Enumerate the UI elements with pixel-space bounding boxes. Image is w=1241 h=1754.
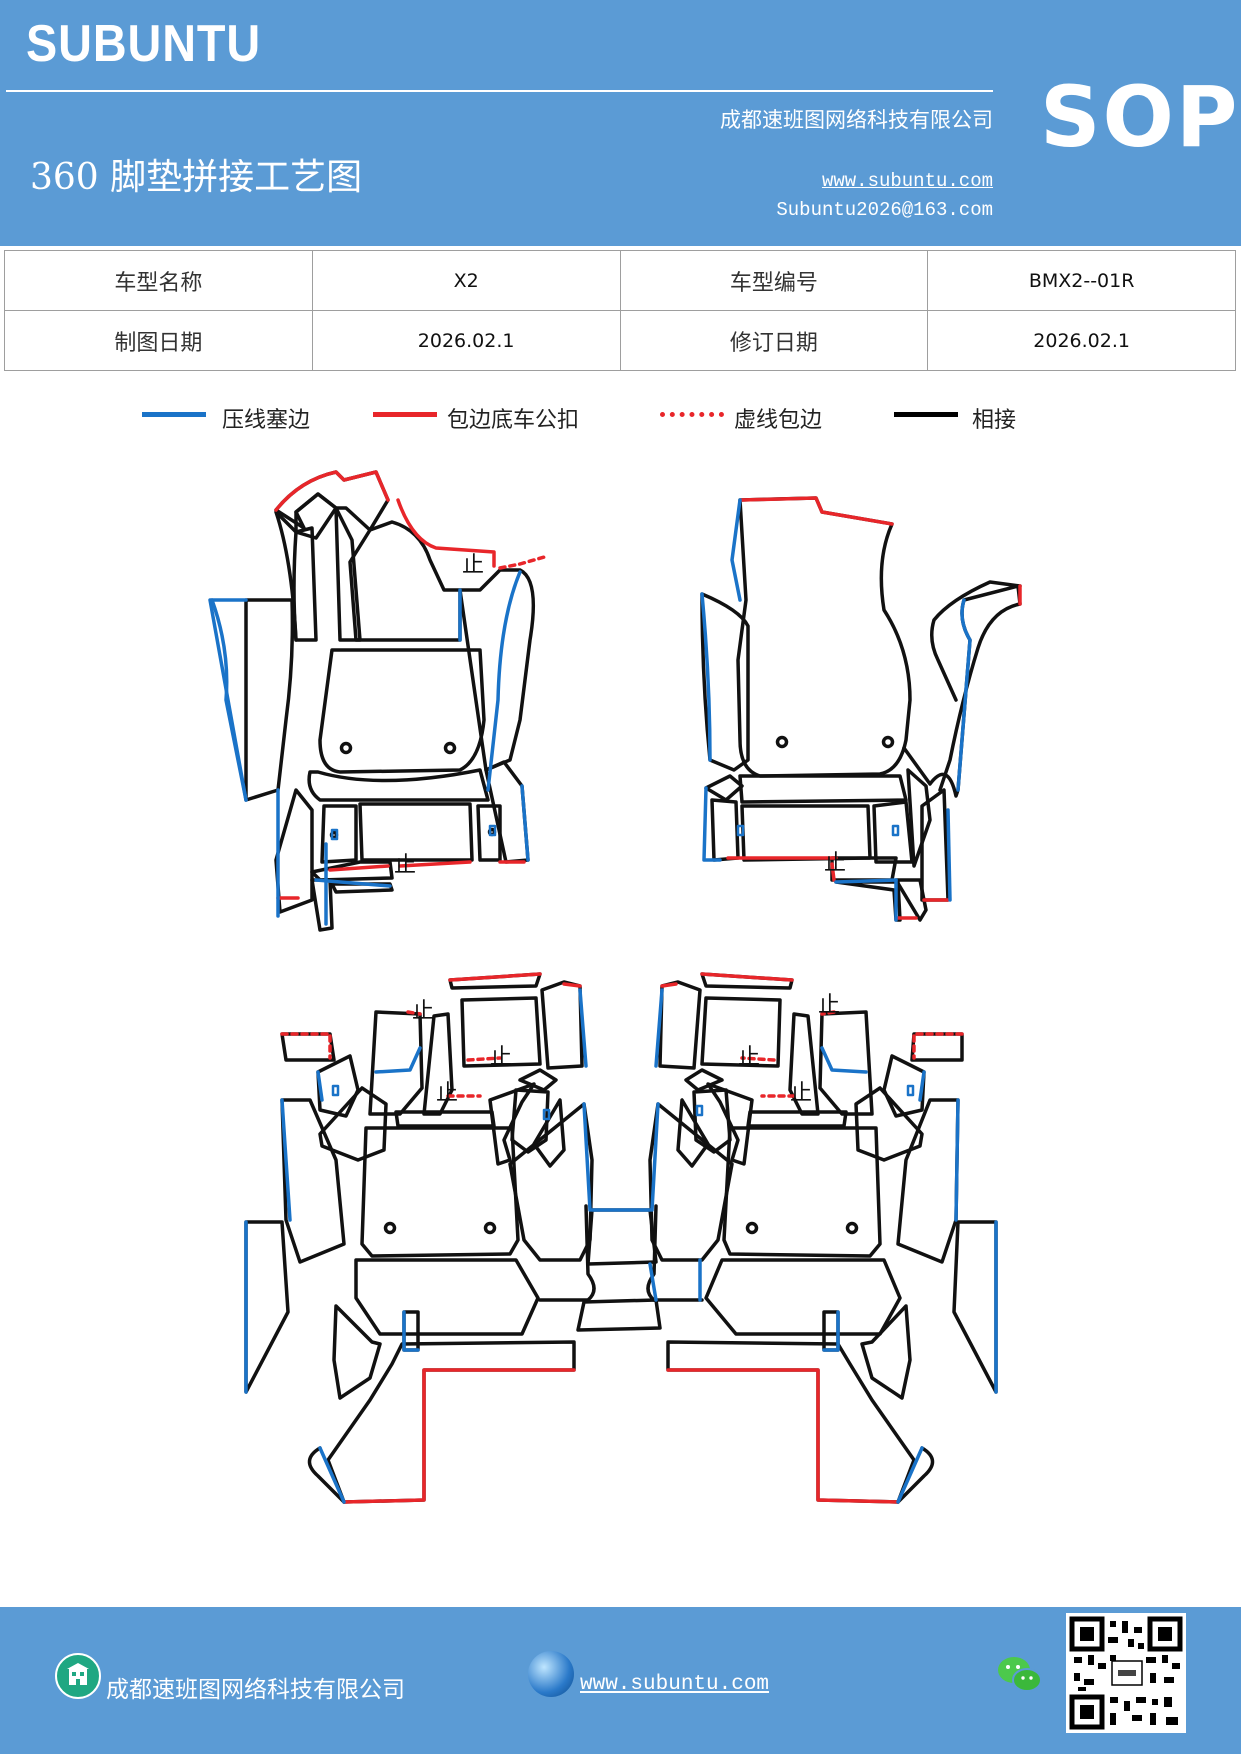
draw-date-label: 制图日期 <box>4 310 313 371</box>
legend-label: 虚线包边 <box>734 408 823 433</box>
revision-date-value: 2026.02.1 <box>927 310 1236 371</box>
footer-company: 成都速班图网络科技有限公司 <box>106 1677 405 1703</box>
legend-swatch-black <box>894 412 958 417</box>
legend-label: 压线塞边 <box>222 408 311 433</box>
stop-mark: 止 <box>818 993 840 1018</box>
header-email: Subuntu2026@163.com <box>776 199 993 221</box>
revision-date-label: 修订日期 <box>619 310 929 371</box>
stop-mark: 止 <box>738 1045 760 1070</box>
footer-banner: 成都速班图网络科技有限公司 www.subuntu.com <box>0 1607 1241 1754</box>
model-name-value: X2 <box>311 250 621 311</box>
building-icon <box>55 1653 101 1699</box>
brand-logo: SUBUNTU <box>26 15 262 73</box>
globe-icon <box>528 1651 574 1697</box>
stop-mark: 止 <box>824 851 846 876</box>
page-title: 360 脚垫拼接工艺图 <box>30 157 363 198</box>
rear-mat-assembly <box>244 972 998 1504</box>
stop-mark: 止 <box>790 1081 812 1106</box>
stop-mark: 止 <box>412 999 434 1024</box>
legend-swatch-red <box>373 412 437 417</box>
qr-code-icon <box>1066 1613 1186 1733</box>
model-name-label: 车型名称 <box>4 250 313 311</box>
stop-mark: 止 <box>462 553 484 578</box>
sop-badge: SOP <box>1040 68 1240 166</box>
model-code-label: 车型编号 <box>619 250 929 311</box>
stop-mark: 止 <box>394 853 416 878</box>
stop-mark: 止 <box>436 1081 458 1106</box>
header-website-link[interactable]: www.subuntu.com <box>821 170 993 192</box>
header-banner: SUBUNTU 成都速班图网络科技有限公司 360 脚垫拼接工艺图 www.su… <box>0 0 1241 246</box>
legend-swatch-red-dotted <box>660 412 724 417</box>
table-row: 车型名称 X2 车型编号 BMX2--01R <box>4 250 1236 311</box>
header-company: 成都速班图网络科技有限公司 <box>720 108 993 132</box>
front-left-mat <box>208 470 550 932</box>
line-legend: 压线塞边 包边底车公扣 虚线包边 相接 <box>0 400 1241 440</box>
header-divider <box>6 90 993 92</box>
wechat-icon[interactable] <box>996 1653 1044 1697</box>
legend-swatch-blue <box>142 412 206 417</box>
stop-mark: 止 <box>490 1045 512 1070</box>
vehicle-info-table: 车型名称 X2 车型编号 BMX2--01R 制图日期 2026.02.1 修订… <box>4 250 1236 371</box>
front-right-mat <box>700 496 1022 922</box>
legend-label: 相接 <box>972 408 1017 433</box>
draw-date-value: 2026.02.1 <box>311 310 621 371</box>
footer-website-link[interactable]: www.subuntu.com <box>580 1673 770 1696</box>
legend-label: 包边底车公扣 <box>447 408 580 433</box>
model-code-value: BMX2--01R <box>927 250 1236 311</box>
table-row: 制图日期 2026.02.1 修订日期 2026.02.1 <box>4 310 1236 371</box>
